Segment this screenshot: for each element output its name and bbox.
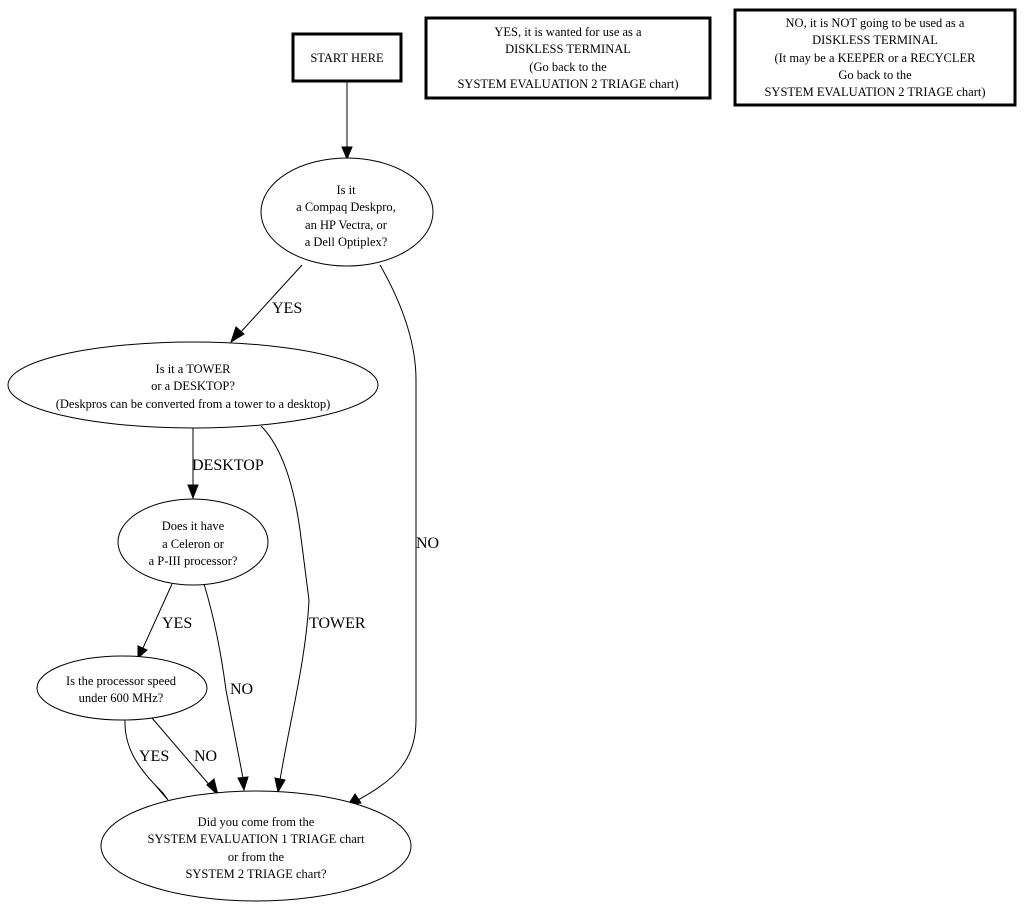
no-terminal-line-3: (It may be a KEEPER or a RECYCLER — [774, 51, 976, 65]
cpu-ellipse — [117, 498, 269, 586]
origin-line-1: Did you come from the — [198, 815, 315, 829]
yes-terminal-line-4: SYSTEM EVALUATION 2 TRIAGE chart) — [457, 77, 678, 91]
cpu-line-2: a Celeron or — [162, 537, 225, 551]
edge-brand-to-form-yes — [239, 264, 303, 334]
speed-ellipse — [36, 655, 208, 721]
edge-labels: YES NO DESKTOP TOWER YES NO YES NO — [139, 300, 439, 765]
edge-label-brand-no: NO — [416, 535, 439, 552]
edge-label-brand-yes: YES — [272, 300, 302, 317]
arrowhead-speed-to-origin-yes — [155, 785, 169, 801]
edge-label-cpu-no: NO — [230, 681, 253, 698]
edge-label-speed-no: NO — [194, 748, 217, 765]
arrowhead-start-to-brand — [341, 146, 353, 161]
edges — [124, 82, 417, 806]
form-line-2: or a DESKTOP? — [151, 379, 235, 393]
edge-label-speed-yes: YES — [139, 748, 169, 765]
cpu-line-3: a P-III processor? — [149, 554, 238, 568]
edge-label-form-tower: TOWER — [309, 615, 366, 632]
node-yes-terminal: YES, it is wanted for use as a DISKLESS … — [424, 16, 712, 100]
no-terminal-line-5: SYSTEM EVALUATION 2 TRIAGE chart) — [764, 85, 985, 99]
arrowhead-form-to-cpu-desktop — [187, 484, 199, 500]
edge-cpu-to-origin-no — [203, 583, 244, 779]
brand-line-3: an HP Vectra, or — [305, 218, 388, 232]
node-origin-question: Did you come from the SYSTEM EVALUATION … — [100, 790, 412, 902]
no-terminal-line-2: DISKLESS TERMINAL — [812, 33, 938, 47]
origin-line-3: or from the — [228, 850, 285, 864]
brand-ellipse — [260, 157, 434, 267]
node-no-terminal: NO, it is NOT going to be used as a DISK… — [733, 8, 1017, 107]
edge-speed-to-origin-no — [151, 717, 213, 789]
arrowhead-cpu-to-speed-yes — [137, 645, 148, 660]
form-ellipse — [7, 341, 379, 429]
speed-line-2: under 600 MHz? — [79, 691, 164, 705]
node-cpu-question: Does it have a Celeron or a P-III proces… — [117, 498, 269, 586]
origin-line-4: SYSTEM 2 TRIAGE chart? — [185, 867, 327, 881]
edge-cpu-to-speed-yes — [142, 583, 173, 649]
yes-terminal-line-3: (Go back to the — [529, 60, 607, 74]
edge-label-form-desktop: DESKTOP — [192, 457, 264, 474]
edge-brand-to-origin-no — [357, 264, 417, 801]
start-box — [291, 32, 403, 83]
yes-terminal-box — [424, 16, 712, 100]
node-brand-question: Is it a Compaq Deskpro, an HP Vectra, or… — [260, 157, 434, 267]
start-label: START HERE — [310, 51, 384, 65]
arrowhead-speed-to-origin-no — [206, 778, 219, 797]
cpu-line-1: Does it have — [162, 519, 225, 533]
edge-label-cpu-yes: YES — [162, 615, 192, 632]
no-terminal-line-4: Go back to the — [838, 68, 912, 82]
form-line-1: Is it a TOWER — [156, 362, 232, 376]
arrowhead-cpu-to-origin-no — [237, 776, 249, 792]
no-terminal-line-1: NO, it is NOT going to be used as a — [786, 16, 965, 30]
origin-ellipse — [100, 790, 412, 902]
node-form-question: Is it a TOWER or a DESKTOP? (Deskpros ca… — [7, 341, 379, 429]
arrowhead-form-to-origin-tower — [274, 777, 286, 794]
node-start: START HERE — [291, 32, 403, 83]
brand-line-1: Is it — [336, 183, 356, 197]
node-speed-question: Is the processor speed under 600 MHz? — [36, 655, 208, 721]
no-terminal-box — [733, 8, 1017, 107]
speed-line-1: Is the processor speed — [66, 674, 177, 688]
brand-line-2: a Compaq Deskpro, — [296, 200, 396, 214]
brand-line-4: a Dell Optiplex? — [305, 235, 388, 249]
origin-line-2: SYSTEM EVALUATION 1 TRIAGE chart — [148, 832, 365, 846]
edge-speed-to-origin-yes — [124, 718, 161, 791]
yes-terminal-line-2: DISKLESS TERMINAL — [505, 42, 631, 56]
form-line-3: (Deskpros can be converted from a tower … — [56, 397, 331, 411]
edge-form-to-origin-tower — [260, 425, 310, 781]
arrowhead-brand-to-form-yes — [230, 326, 245, 344]
yes-terminal-line-1: YES, it is wanted for use as a — [494, 25, 642, 39]
